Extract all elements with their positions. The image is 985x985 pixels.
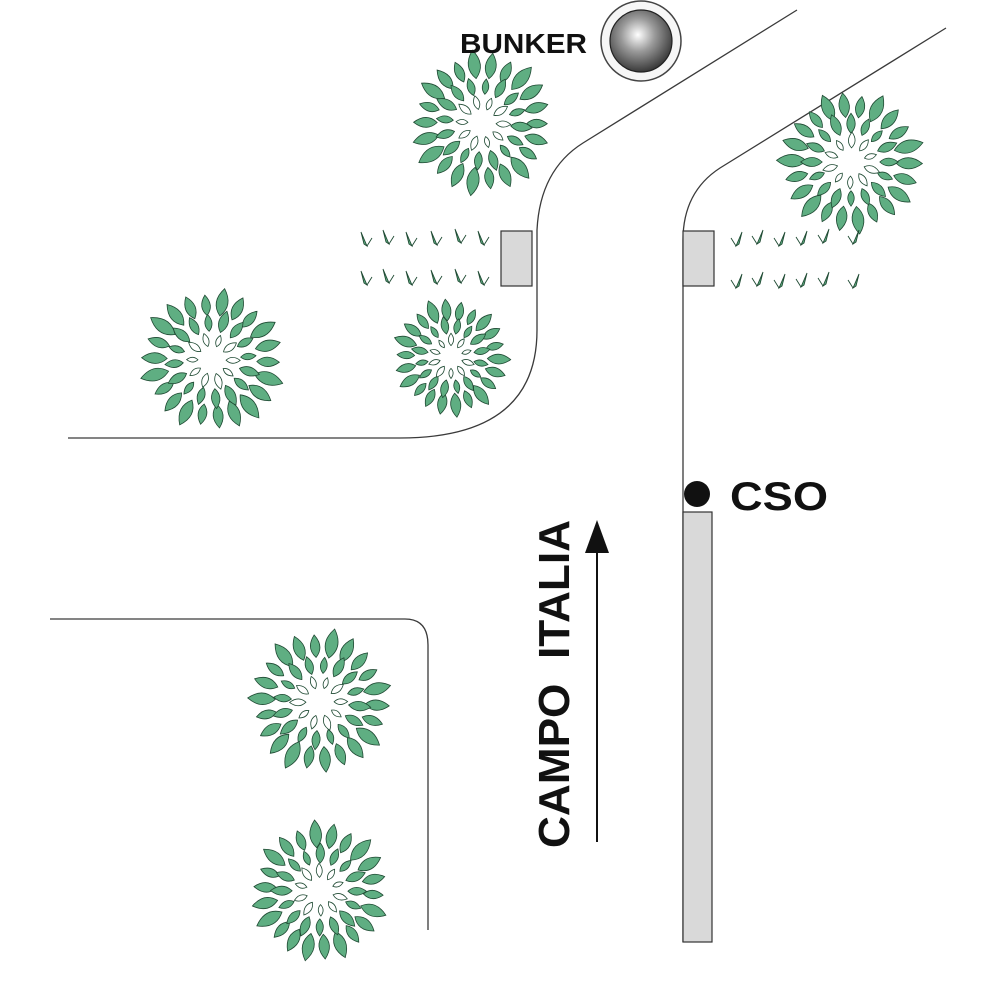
grass-tuft-icon <box>730 231 743 248</box>
grass-tuft-icon <box>773 273 786 290</box>
grass-tuft-icon <box>430 230 443 247</box>
sidewalk-strip <box>682 511 713 943</box>
bunker-icon <box>600 0 682 82</box>
grass-tuft-icon <box>430 269 443 286</box>
street-label: CAMPO ITALIA <box>530 520 579 848</box>
grass-tuft-icon <box>382 268 395 285</box>
grass-tuft-icon <box>817 228 830 245</box>
grass-tuft-icon <box>751 271 764 288</box>
trees <box>140 49 924 962</box>
gate-post-right <box>682 230 715 287</box>
grass-tuft-icon <box>817 271 830 288</box>
grass-tuft-icon <box>360 270 373 287</box>
grass-tuft-icon <box>795 272 808 289</box>
grass-tuft-icon <box>730 273 743 290</box>
grass-tuft-icon <box>405 270 418 287</box>
cso-label: CSO <box>730 475 828 519</box>
cso-point-icon <box>684 481 710 507</box>
direction-arrow-icon <box>585 520 609 842</box>
grass-tuft-icon <box>847 229 860 246</box>
grass-tuft-icon <box>454 228 467 245</box>
tree-icon <box>393 298 512 418</box>
gate-post-left <box>500 230 533 287</box>
road-edge-lower-left <box>50 618 429 930</box>
grass-tuft-icon <box>477 230 490 247</box>
tree-icon <box>247 628 392 773</box>
grass-tuft-icon <box>847 273 860 290</box>
grass-tuft-icon <box>382 229 395 246</box>
grass-tuft-icon <box>795 230 808 247</box>
grass-tuft-icon <box>751 229 764 246</box>
grass-tuft-icon <box>360 231 373 248</box>
tree-icon <box>412 49 549 197</box>
tree-icon <box>140 288 284 429</box>
road-edge-upper-left <box>68 9 798 439</box>
grass-tuft-icon <box>477 270 490 287</box>
grass-tufts <box>360 228 860 290</box>
grass-tuft-icon <box>405 231 418 248</box>
tree-icon <box>775 92 924 235</box>
grass-tuft-icon <box>454 268 467 285</box>
tree-icon <box>251 819 387 962</box>
bunker-label: BUNKER <box>460 28 587 59</box>
grass-tuft-icon <box>773 231 786 248</box>
